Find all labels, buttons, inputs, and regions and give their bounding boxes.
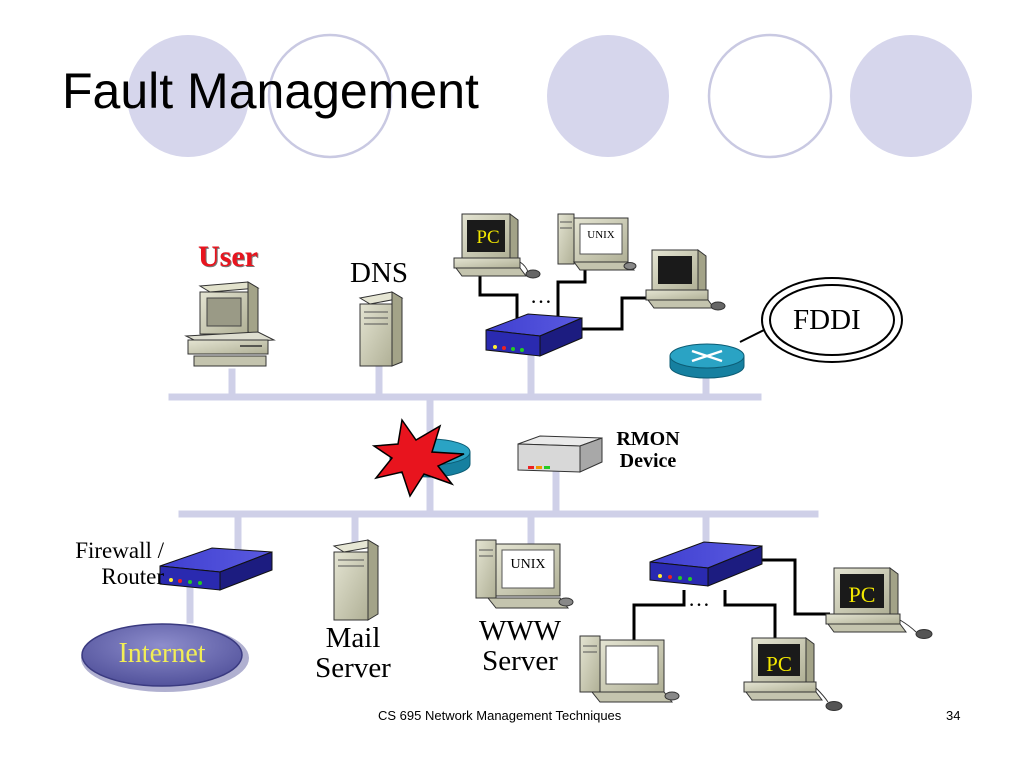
user-label: User — [198, 240, 258, 273]
unix-bottom-screen-label: UNIX — [510, 557, 546, 572]
upper-bus — [168, 351, 762, 436]
mail-server-icon — [332, 539, 380, 621]
www-server-label: WWW Server — [478, 615, 562, 677]
mail-server-label: Mail Server — [315, 622, 391, 684]
www-server-icon — [475, 539, 574, 609]
pc-bottom-right-1-icon — [825, 567, 933, 639]
unix-top-screen-label: UNIX — [587, 229, 615, 241]
pc-bottom-right-1-screen-label: PC — [848, 582, 876, 607]
decorative-circles — [127, 33, 972, 159]
ellipsis-bottom: … — [688, 586, 710, 611]
internet-label: Internet — [118, 638, 206, 669]
hub-bottom-icon — [649, 541, 763, 587]
pc-top-icon — [453, 213, 541, 279]
hub-top-icon — [485, 313, 583, 357]
fault-burst-icon — [371, 418, 465, 498]
lan-cables — [478, 265, 830, 640]
slide-footer: CS 695 Network Management Techniques — [378, 708, 622, 723]
firewall-router-icon — [159, 547, 273, 591]
rmon-device-icon — [517, 435, 603, 473]
page-number: 34 — [946, 708, 961, 723]
pc-fddi-icon — [645, 249, 726, 311]
pc-bottom-right-2-screen-label: PC — [766, 652, 792, 676]
firewall-router-label: Firewall / Router — [75, 538, 164, 589]
router-fddi-icon — [669, 343, 745, 379]
fddi-label: FDDI — [793, 304, 861, 336]
dns-server-icon — [358, 291, 404, 367]
lower-bus — [178, 468, 819, 624]
dns-label: DNS — [350, 257, 409, 289]
unix-workstation-top-icon — [557, 213, 637, 271]
slide-title: Fault Management — [62, 63, 479, 119]
ellipsis-top: … — [530, 283, 552, 308]
user-pc-icon — [184, 281, 276, 367]
rmon-device-label: RMON Device — [616, 428, 680, 473]
pc-top-screen-label: PC — [476, 227, 500, 248]
unix-workstation-bottom-icon — [579, 635, 680, 703]
fddi-ring-icon — [739, 277, 903, 363]
pc-bottom-right-2-icon — [743, 637, 843, 711]
internet-cloud-icon — [81, 623, 249, 692]
